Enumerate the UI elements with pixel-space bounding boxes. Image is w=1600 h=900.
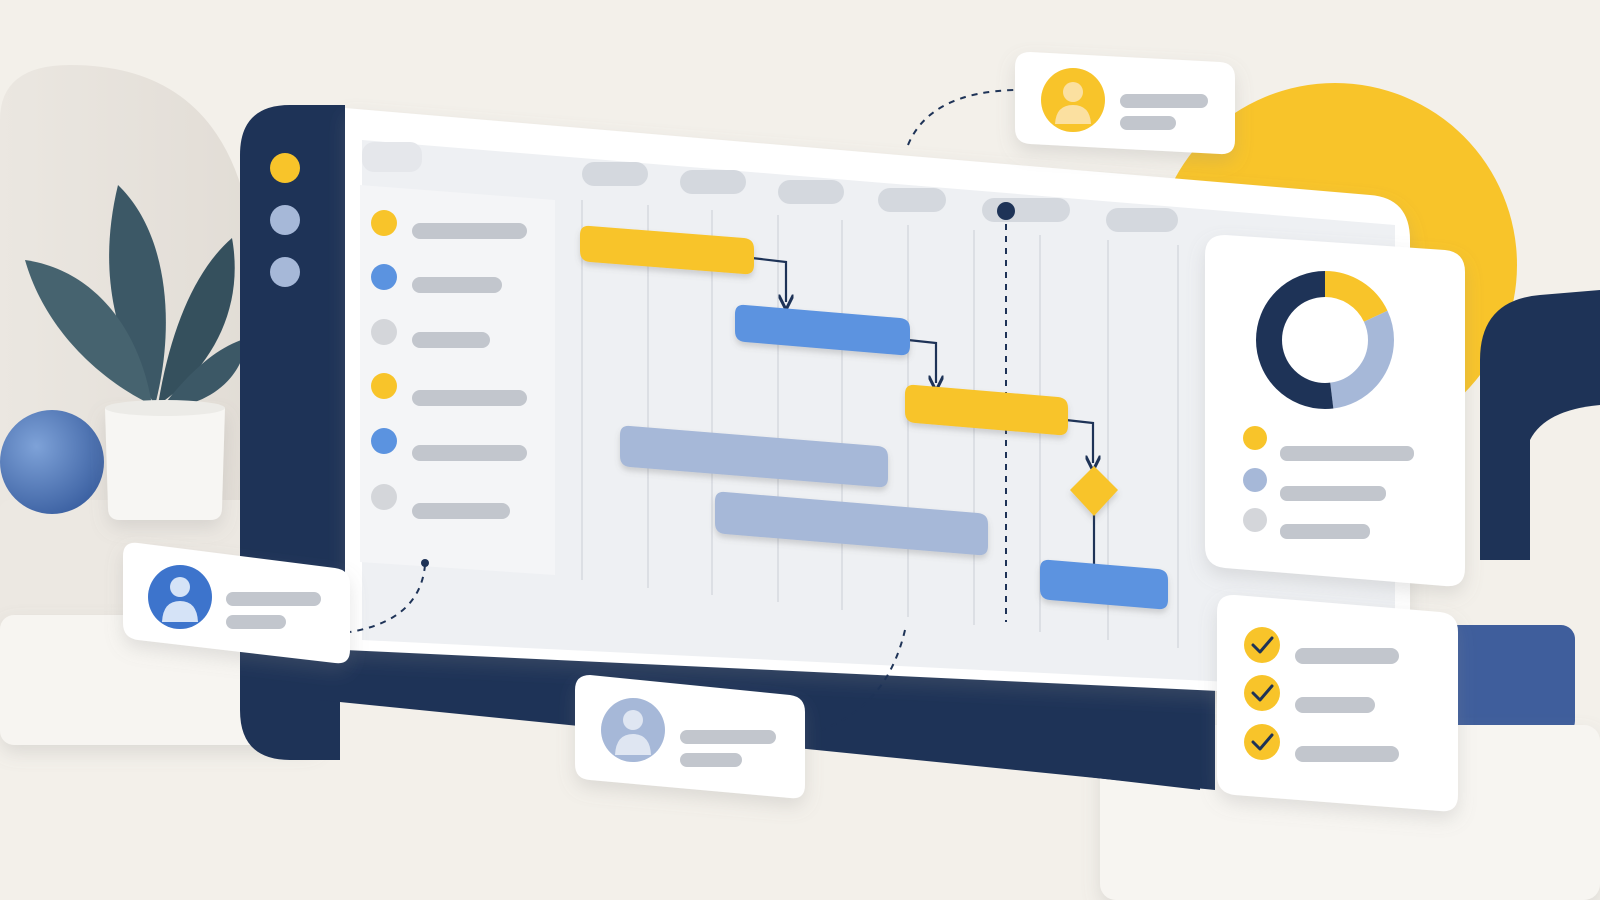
legend-label-placeholder (1280, 486, 1386, 501)
task-label-placeholder (412, 223, 527, 239)
dependency-arrow (907, 338, 936, 383)
user-name-placeholder (680, 730, 776, 744)
sidebar-dot[interactable] (270, 153, 300, 183)
milestone-diamond[interactable] (1070, 466, 1118, 516)
legend-label-placeholder (1280, 446, 1414, 461)
list-item[interactable] (371, 319, 490, 348)
checklist-label-placeholder (1295, 697, 1375, 713)
user-avatar-icon (148, 565, 212, 629)
checklist-card[interactable] (1217, 594, 1458, 812)
status-dot (371, 484, 397, 510)
timeline-column-label[interactable] (1106, 208, 1178, 232)
user-role-placeholder (1120, 116, 1176, 130)
plant-leaf (160, 338, 248, 410)
task-label-placeholder (412, 332, 490, 348)
user-name-placeholder (1120, 94, 1208, 108)
dependency-arrow (751, 256, 786, 302)
list-item[interactable] (371, 484, 510, 519)
dependency-arrow (1065, 418, 1093, 463)
sidebar-dot[interactable] (270, 257, 300, 287)
list-item[interactable] (371, 210, 527, 239)
timeline-column-label[interactable] (582, 162, 648, 186)
plant-leaf (158, 238, 235, 405)
list-item[interactable] (371, 428, 527, 461)
top-bar-placeholder (362, 142, 422, 172)
checklist-item[interactable] (1244, 724, 1399, 762)
plant-pot (105, 408, 225, 520)
donut-segment-slate_blue (1256, 271, 1394, 409)
user-role-placeholder (226, 615, 286, 629)
plant-leaf (109, 185, 166, 405)
status-dot (371, 264, 397, 290)
donut-segment-navy (1256, 271, 1394, 409)
app-window (240, 105, 1410, 790)
legend-dot (1243, 426, 1267, 450)
gantt-bar[interactable] (735, 304, 910, 356)
legend-dot (1243, 468, 1267, 492)
gantt-bar[interactable] (580, 225, 754, 275)
user-avatar-icon (1041, 68, 1105, 132)
connector-endpoint (421, 559, 429, 567)
status-dot (371, 428, 397, 454)
list-item[interactable] (371, 373, 527, 406)
task-list-panel (360, 185, 555, 575)
gantt-bar[interactable] (715, 491, 988, 556)
gantt-bar[interactable] (620, 425, 888, 488)
gantt-bars (580, 225, 1168, 610)
legend-dot (1243, 508, 1267, 532)
checklist-label-placeholder (1295, 648, 1399, 664)
task-list (360, 185, 555, 575)
task-label-placeholder (412, 277, 502, 293)
timeline-column-label[interactable] (778, 180, 844, 204)
checklist-label-placeholder (1295, 746, 1399, 762)
progress-legend (1243, 426, 1414, 539)
navy-arch-inner (1530, 405, 1600, 560)
user-name-placeholder (226, 592, 321, 606)
progress-donut-chart (1256, 271, 1394, 409)
legend-label-placeholder (1280, 524, 1370, 539)
user-role-placeholder (680, 753, 742, 767)
status-dot (371, 319, 397, 345)
user-card[interactable] (123, 542, 350, 664)
potted-plant (0, 185, 248, 520)
check-icon (1244, 675, 1280, 711)
window-base (240, 105, 1200, 790)
sidebar (270, 153, 300, 287)
status-dot (371, 373, 397, 399)
status-dot (371, 210, 397, 236)
dependency-arrows (751, 256, 1094, 565)
timeline-column-label[interactable] (878, 188, 946, 212)
user-card[interactable] (1015, 52, 1235, 155)
task-label-placeholder (412, 503, 510, 519)
list-item[interactable] (371, 264, 502, 293)
user-card[interactable] (575, 675, 805, 799)
task-label-placeholder (412, 445, 527, 461)
checklist-item[interactable] (1244, 627, 1399, 664)
sidebar-dot[interactable] (270, 205, 300, 235)
timeline-column-label[interactable] (680, 170, 746, 194)
progress-card[interactable] (1205, 235, 1465, 587)
dashed-connectors (349, 89, 1016, 736)
task-label-placeholder (412, 390, 527, 406)
decor-sphere (0, 410, 104, 514)
window-content-area (362, 140, 1395, 690)
plant-pot-rim (105, 400, 225, 416)
gantt-bar[interactable] (1040, 559, 1168, 610)
checklist-item[interactable] (1244, 675, 1375, 713)
today-marker-dot[interactable] (997, 202, 1015, 220)
user-avatar-icon (601, 698, 665, 762)
check-icon (1244, 724, 1280, 760)
timeline-column-label[interactable] (982, 198, 1070, 222)
plant-leaf (25, 260, 152, 405)
gantt-bar[interactable] (905, 384, 1068, 436)
check-icon (1244, 627, 1280, 663)
